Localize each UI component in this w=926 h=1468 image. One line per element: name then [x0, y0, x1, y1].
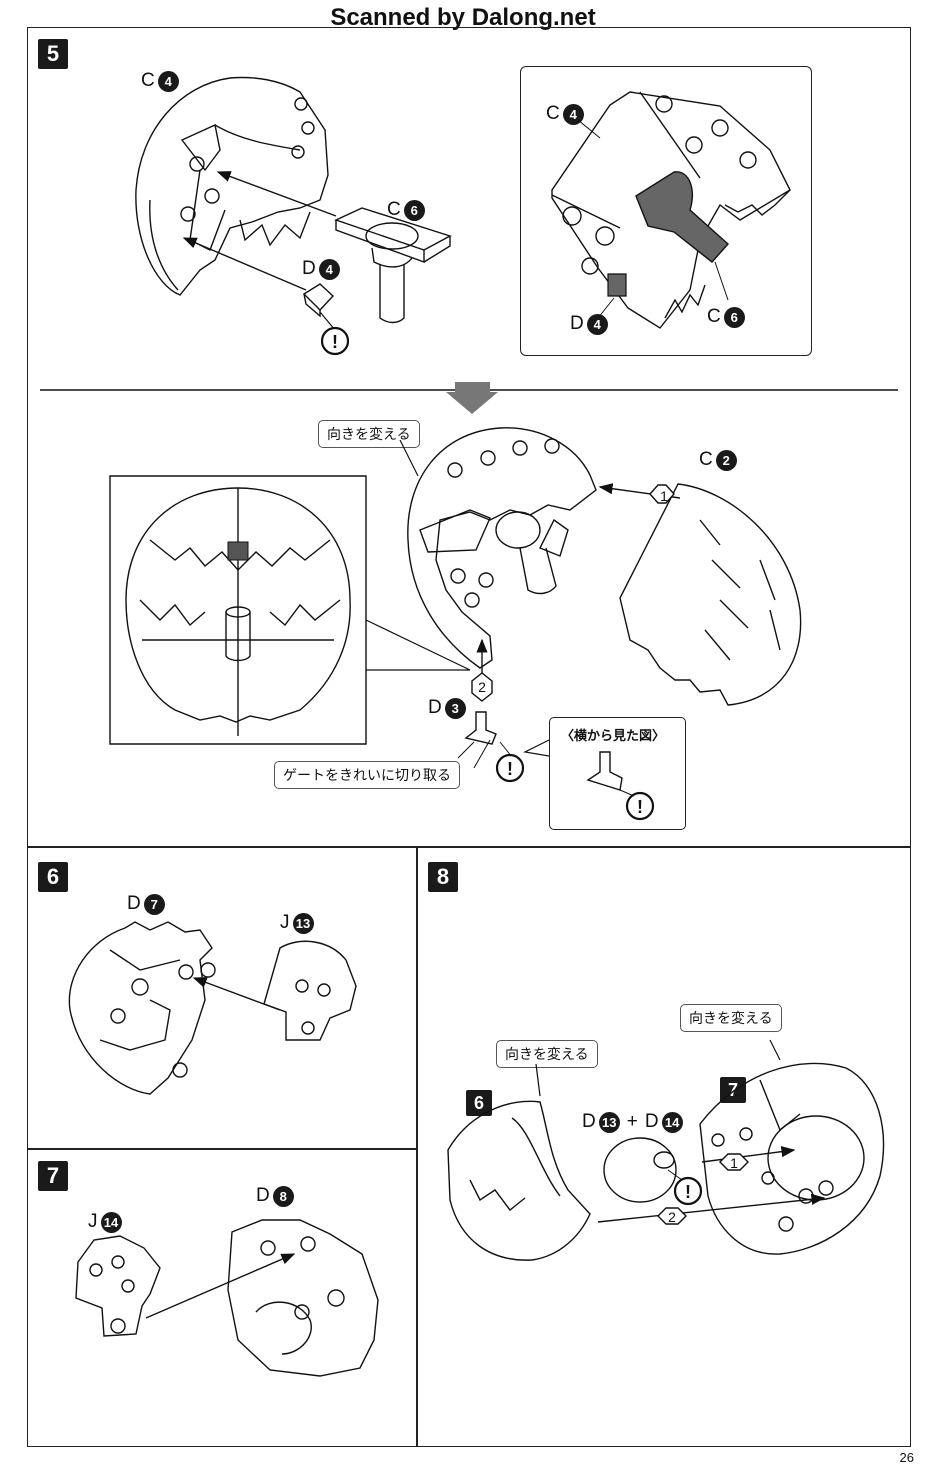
part-label-j13: J 13	[280, 912, 314, 934]
step5-frame	[27, 27, 911, 847]
part-number-badge: 4	[157, 70, 179, 92]
part-letter: C	[141, 70, 155, 91]
d13-d14-sphere	[604, 1138, 676, 1202]
part-letter: C	[546, 103, 560, 124]
d4-part-gray	[608, 274, 626, 296]
part-number-badge: 4	[586, 313, 608, 335]
svg-text:!: !	[685, 1182, 691, 1202]
page-number: 26	[899, 1450, 914, 1465]
plus-sign: +	[626, 1111, 638, 1132]
part-label-d8: D 8	[256, 1185, 294, 1207]
part-number-badge: 6	[403, 199, 425, 221]
part-letter: D	[302, 258, 316, 279]
part-number-badge: 6	[723, 306, 745, 328]
part-label-c2: C 2	[699, 449, 737, 471]
inset-label-c6: C 6	[707, 306, 745, 328]
step-number-6: 6	[38, 862, 68, 892]
d8-part	[228, 1220, 378, 1376]
j14-part	[76, 1236, 160, 1336]
c6-part-gray	[636, 172, 728, 262]
watermark: Scanned by Dalong.net	[330, 4, 596, 31]
part-number-badge: 13	[292, 912, 314, 934]
front-view-hair	[126, 488, 350, 736]
d4-small-part	[304, 284, 333, 316]
front-view-frame	[110, 476, 366, 744]
part-letter: C	[699, 449, 713, 470]
c2-feather-part	[620, 484, 801, 705]
step-marker-1-text: 1	[660, 488, 668, 504]
step8-marker-1-text: 1	[730, 1155, 738, 1171]
part-number-badge: 14	[100, 1211, 122, 1233]
inset-label-c4: C 4	[546, 103, 584, 125]
step8-marker-2-text: 2	[668, 1209, 676, 1225]
step-marker-1	[650, 485, 674, 503]
step8-frame	[417, 847, 911, 1447]
svg-text:!: !	[332, 332, 338, 352]
inset-assembled-part	[552, 92, 790, 328]
gate-cut-note: ゲートをきれいに切り取る	[274, 761, 460, 789]
part-number-badge: 7	[143, 893, 165, 915]
side-view-title: 〈横から見た図〉	[561, 729, 666, 744]
step-number-5: 5	[38, 39, 68, 69]
svg-text:!: !	[507, 759, 513, 779]
part-number-badge: 13	[598, 1111, 620, 1133]
side-view-frame	[549, 717, 686, 830]
part-label-j14: J 14	[88, 1211, 122, 1233]
svg-text:!: !	[637, 797, 643, 817]
rotate-note: 向きを変える	[318, 420, 420, 448]
part-number-badge: 3	[444, 697, 466, 719]
part-label-d4: D 4	[302, 258, 340, 280]
step5-inset-frame	[520, 66, 812, 356]
part-letter: D	[570, 313, 584, 334]
part-letter: C	[387, 199, 401, 220]
part-letter: C	[707, 306, 721, 327]
c4-hair-part	[136, 78, 328, 295]
part-letter: D	[644, 1111, 659, 1132]
part-letter: D	[428, 697, 442, 718]
rotate-note-right: 向きを変える	[680, 1004, 782, 1032]
part-label-d13-d14: D 13 + D 14	[582, 1111, 683, 1133]
caution-icon	[322, 328, 348, 354]
part-letter: J	[88, 1211, 98, 1232]
part-letter: D	[582, 1111, 596, 1132]
part-number-badge: 4	[318, 258, 340, 280]
step-marker-2-text: 2	[478, 679, 486, 695]
part-number-badge: 4	[562, 103, 584, 125]
part-letter: D	[256, 1185, 270, 1206]
step8-hair-left	[448, 1101, 590, 1260]
step-number-7: 7	[38, 1161, 68, 1191]
down-arrow	[446, 382, 498, 414]
part-number-badge: 14	[661, 1111, 683, 1133]
part-number-badge: 8	[272, 1185, 294, 1207]
part-letter: J	[280, 912, 290, 933]
side-view-part	[588, 752, 622, 790]
step-number-8: 8	[428, 862, 458, 892]
assembled-hair-back	[408, 428, 596, 668]
rotate-note-left: 向きを変える	[496, 1040, 598, 1068]
d3-part	[466, 712, 496, 744]
part-label-d3: D 3	[428, 697, 466, 719]
d7-part	[69, 922, 215, 1094]
inset-label-d4: D 4	[570, 313, 608, 335]
step7-frame	[27, 1149, 417, 1447]
part-label-c4: C 4	[141, 70, 179, 92]
part-number-badge: 2	[715, 449, 737, 471]
c6-joint-part	[336, 208, 450, 323]
part-label-d7: D 7	[127, 893, 165, 915]
part-letter: D	[127, 893, 141, 914]
j13-part	[264, 941, 356, 1040]
step6-frame	[27, 847, 417, 1149]
gate-mark	[228, 542, 248, 560]
part-label-c6: C 6	[387, 199, 425, 221]
